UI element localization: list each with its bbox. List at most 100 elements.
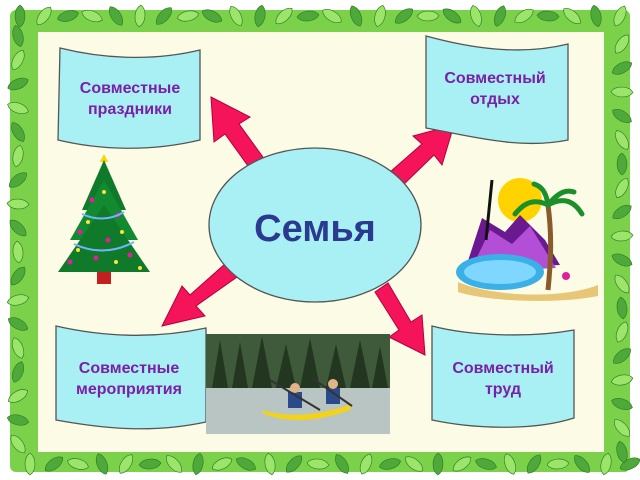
leaf-icon	[264, 452, 276, 476]
leaf-icon	[494, 5, 506, 27]
leaf-icon	[8, 389, 28, 403]
leaf-icon	[275, 7, 293, 25]
arrow-top-left	[210, 96, 266, 171]
leaf-icon	[615, 130, 629, 150]
leaf-icon	[12, 144, 24, 168]
leaf-icon	[405, 456, 423, 472]
leaf-icon	[95, 453, 109, 475]
center-label: Семья	[254, 208, 376, 250]
leaf-icon	[36, 6, 52, 26]
leaf-icon	[619, 457, 640, 471]
arrow-bottom-left	[161, 263, 238, 327]
leaf-icon	[285, 455, 303, 473]
leaf-icon	[612, 204, 632, 220]
leaf-icon	[201, 9, 223, 23]
node-top-right-label: Совместный отдых	[420, 68, 570, 110]
leaf-icon	[611, 253, 633, 267]
leaf-icon	[359, 453, 373, 475]
leaf-icon	[156, 7, 172, 25]
banner-bottom-right	[431, 325, 575, 428]
leaf-icon	[470, 5, 482, 27]
leaf-icon	[81, 9, 103, 23]
leaf-icon	[610, 86, 634, 98]
leaf-icon	[590, 4, 602, 28]
leaf-icon	[9, 219, 27, 237]
leaf-icon	[6, 294, 30, 306]
leaf-icon	[24, 452, 36, 476]
leaf-icon	[546, 458, 570, 470]
leaf-icon	[6, 198, 30, 210]
leaf-icon	[44, 456, 64, 472]
leaf-icon	[616, 296, 628, 320]
node-bottom-right-line1: Совместный	[452, 360, 554, 377]
node-bottom-left-line1: Совместные	[78, 360, 180, 377]
leaf-icon	[166, 455, 182, 473]
node-top-right-line1: Совместный	[444, 70, 546, 87]
node-bottom-right-line2: труд	[484, 381, 522, 398]
leaf-icon	[616, 440, 628, 464]
leaf-icon	[395, 8, 413, 24]
leaf-icon	[442, 8, 462, 24]
leaf-icon	[306, 458, 330, 470]
leaf-icon	[11, 122, 25, 142]
arrow-top-right	[389, 124, 455, 187]
leaf-icon	[6, 414, 30, 426]
node-bottom-right-label: Совместный труд	[430, 358, 576, 400]
leaf-icon	[211, 457, 233, 471]
leaf-icon	[600, 452, 612, 476]
leaf-icon	[432, 452, 444, 476]
leaf-icon	[613, 348, 631, 364]
leaf-icon	[514, 8, 534, 24]
leaf-decoration	[6, 4, 640, 476]
node-top-left-line2: праздники	[88, 101, 172, 118]
leaf-icon	[614, 419, 630, 437]
leaf-icon	[335, 454, 349, 474]
leaf-icon	[378, 458, 402, 470]
leaf-icon	[109, 6, 123, 26]
leaf-icon	[616, 152, 628, 176]
leaf-icon	[134, 4, 146, 28]
leaf-icon	[613, 5, 627, 27]
leaf-icon	[349, 5, 363, 27]
leaf-icon	[11, 337, 25, 359]
leaf-icon	[475, 458, 497, 470]
leaf-icon	[10, 434, 26, 454]
leaf-icon	[612, 109, 632, 123]
leaf-icon	[296, 10, 320, 22]
leaf-icon	[615, 321, 629, 343]
leaf-icon	[7, 77, 29, 91]
leaf-icon	[536, 10, 560, 22]
leaf-icon	[615, 177, 629, 199]
leaf-icon	[12, 24, 24, 48]
leaf-icon	[614, 34, 630, 54]
leaf-icon	[192, 452, 204, 476]
node-bottom-left-label: Совместные мероприятия	[54, 358, 204, 400]
leaf-icon	[322, 9, 342, 23]
leaf-icon	[504, 453, 516, 475]
leaf-icon	[611, 398, 633, 410]
leaf-icon	[610, 230, 634, 242]
leaf-icon	[176, 10, 200, 22]
leaf-icon	[12, 240, 24, 264]
node-top-left-line1: Совместные	[79, 80, 181, 97]
banner-top-left	[57, 47, 201, 149]
node-bottom-left-line2: мероприятия	[76, 381, 182, 398]
leaf-icon	[563, 8, 581, 24]
leaf-icon	[10, 266, 26, 286]
leaf-icon	[374, 4, 386, 28]
leaf-icon	[7, 102, 29, 114]
leaf-icon	[235, 457, 257, 471]
node-top-right-line2: отдых	[470, 91, 520, 108]
leaf-icon	[67, 458, 89, 470]
leaf-icon	[452, 456, 472, 472]
leaf-icon	[526, 454, 542, 474]
leaf-icon	[57, 10, 79, 22]
leaf-icon	[119, 454, 133, 474]
leaf-icon	[254, 4, 266, 28]
